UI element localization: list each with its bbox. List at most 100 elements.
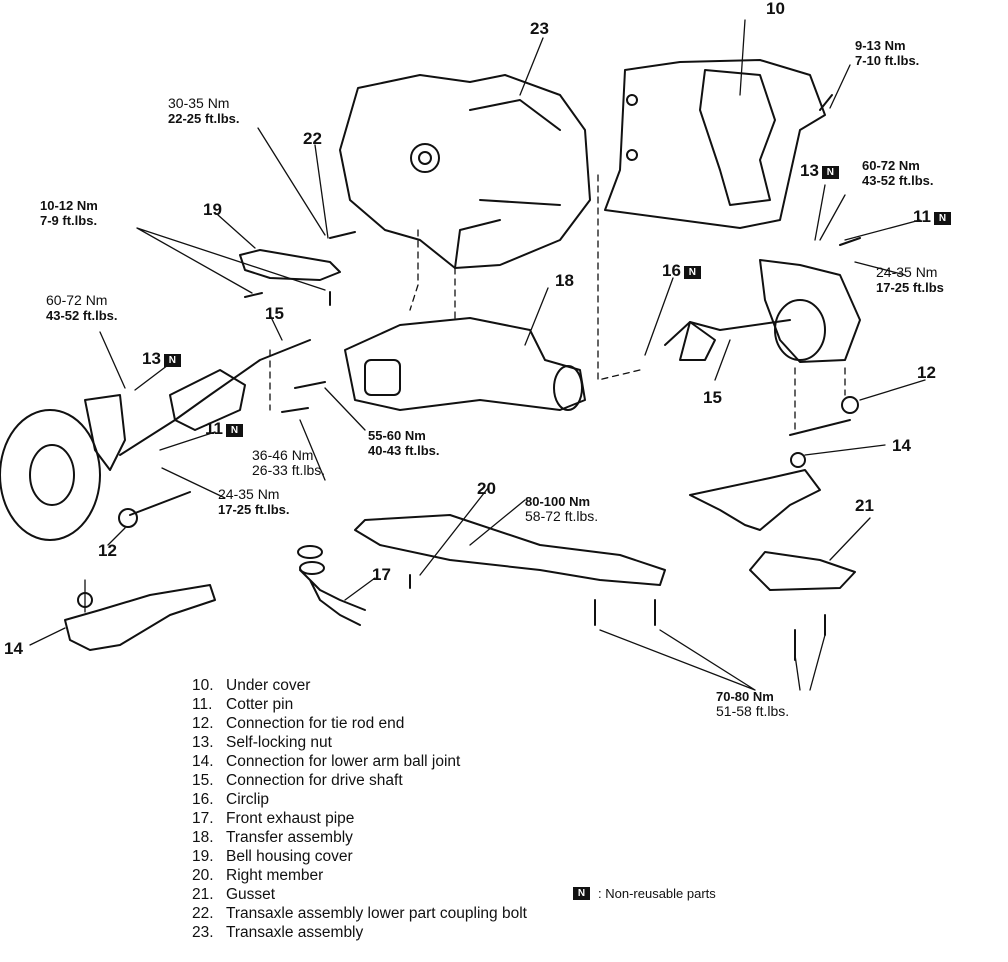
legend-item: 21. Gusset — [192, 885, 586, 904]
legend-item: 14. Connection for lower arm ball joint — [192, 752, 586, 771]
legend-item: 12. Connection for tie rod end — [192, 714, 586, 733]
legend-item-text: Connection for drive shaft — [226, 772, 403, 789]
legend-item-text: Self-locking nut — [226, 734, 332, 751]
legend-item-text: Transaxle assembly lower part coupling b… — [226, 905, 527, 922]
non-reusable-note-text: : Non-reusable parts — [598, 886, 716, 901]
legend-item-text: Transfer assembly — [226, 829, 353, 846]
legend-item: 17. Front exhaust pipe — [192, 809, 586, 828]
non-reusable-badge: N — [163, 354, 181, 367]
legend-item-number: 19. — [192, 848, 214, 865]
legend-item-number: 18. — [192, 829, 214, 846]
non-reusable-badge: N — [933, 212, 951, 225]
legend-item: 11. Cotter pin — [192, 695, 586, 714]
legend-item: 20. Right member — [192, 866, 586, 885]
alignment-lines — [269, 174, 846, 431]
legend-item-text: Gusset — [226, 886, 276, 903]
callout-18: 18 — [555, 271, 574, 290]
legend-item: 19. Bell housing cover — [192, 847, 586, 866]
left-drive-shaft-drawing — [119, 339, 311, 456]
bell-housing-cover-drawing — [239, 249, 341, 281]
non-reusable-badge: N — [225, 424, 243, 437]
callout-14-right: 14 — [892, 436, 911, 455]
callout-14-left: 14 — [4, 639, 23, 658]
legend-item-number: 21. — [192, 886, 214, 903]
left-lower-arm-drawing — [64, 584, 216, 651]
left-tie-rod-drawing — [129, 491, 191, 516]
right-knuckle-drawing — [759, 259, 861, 363]
legend-item-number: 11. — [192, 696, 213, 713]
legend-item-number: 15. — [192, 772, 214, 789]
legend-item-number: 23. — [192, 924, 214, 941]
legend-item-number: 16. — [192, 791, 214, 808]
callout-22: 22 — [303, 129, 322, 148]
legend-item-text: Transaxle assembly — [226, 924, 364, 941]
legend-item-number: 13. — [192, 734, 214, 751]
legend-item: 23. Transaxle assembly — [192, 923, 586, 942]
legend-item-text: Connection for lower arm ball joint — [226, 753, 461, 770]
leader-lines — [29, 19, 926, 691]
legend-item-text: Under cover — [226, 677, 311, 694]
callout-10: 10 — [766, 0, 785, 18]
left-brake-disc-drawing — [0, 409, 101, 541]
callout-20: 20 — [477, 479, 496, 498]
callout-15-left: 15 — [265, 304, 284, 323]
legend-item: 13. Self-locking nut — [192, 733, 586, 752]
callout-23: 23 — [530, 19, 549, 38]
callout-17: 17 — [372, 565, 391, 584]
legend-item-number: 20. — [192, 867, 214, 884]
legend-item: 18. Transfer assembly — [192, 828, 586, 847]
non-reusable-badge: N — [573, 887, 590, 900]
legend-item: 15. Connection for drive shaft — [192, 771, 586, 790]
right-tie-rod-drawing — [789, 419, 851, 436]
under-cover-drawing — [604, 59, 826, 229]
legend-item: 16. Circlip — [192, 790, 586, 809]
legend-item-number: 12. — [192, 715, 214, 732]
legend-item-text: Bell housing cover — [226, 848, 353, 865]
transaxle-assembly-drawing — [339, 74, 591, 269]
legend-item-number: 14. — [192, 753, 214, 770]
gusset-drawing — [749, 551, 856, 591]
legend-item-text: Right member — [226, 867, 324, 884]
callout-12-left: 12 — [98, 541, 117, 560]
transfer-assembly-drawing — [344, 317, 586, 411]
legend-item: 22. Transaxle assembly lower part couplin… — [192, 904, 586, 923]
parts-legend: 10. Under cover 11. Cotter pin 12. Connection… — [192, 676, 586, 942]
legend-item-text: Circlip — [226, 791, 270, 808]
legend-item-number: 22. — [192, 905, 214, 922]
callout-15-right: 15 — [703, 388, 722, 407]
legend-item: 10. Under cover — [192, 676, 586, 695]
callout-19: 19 — [203, 200, 222, 219]
legend-item-number: 10. — [192, 677, 214, 694]
non-reusable-badge: N — [821, 166, 839, 179]
legend-item-text: Connection for tie rod end — [226, 715, 405, 732]
right-lower-arm-drawing — [689, 469, 821, 531]
non-reusable-badge: N — [683, 266, 701, 279]
legend-item-text: Cotter pin — [226, 696, 294, 713]
non-reusable-note: N : Non-reusable parts — [570, 886, 716, 901]
callout-21: 21 — [855, 496, 874, 515]
right-drive-shaft-drawing — [664, 319, 791, 346]
legend-item-number: 17. — [192, 810, 214, 827]
legend-item-text: Front exhaust pipe — [226, 810, 355, 827]
right-member-drawing — [354, 514, 666, 586]
callout-12-right: 12 — [917, 363, 936, 382]
front-exhaust-pipe-drawing — [299, 569, 366, 626]
